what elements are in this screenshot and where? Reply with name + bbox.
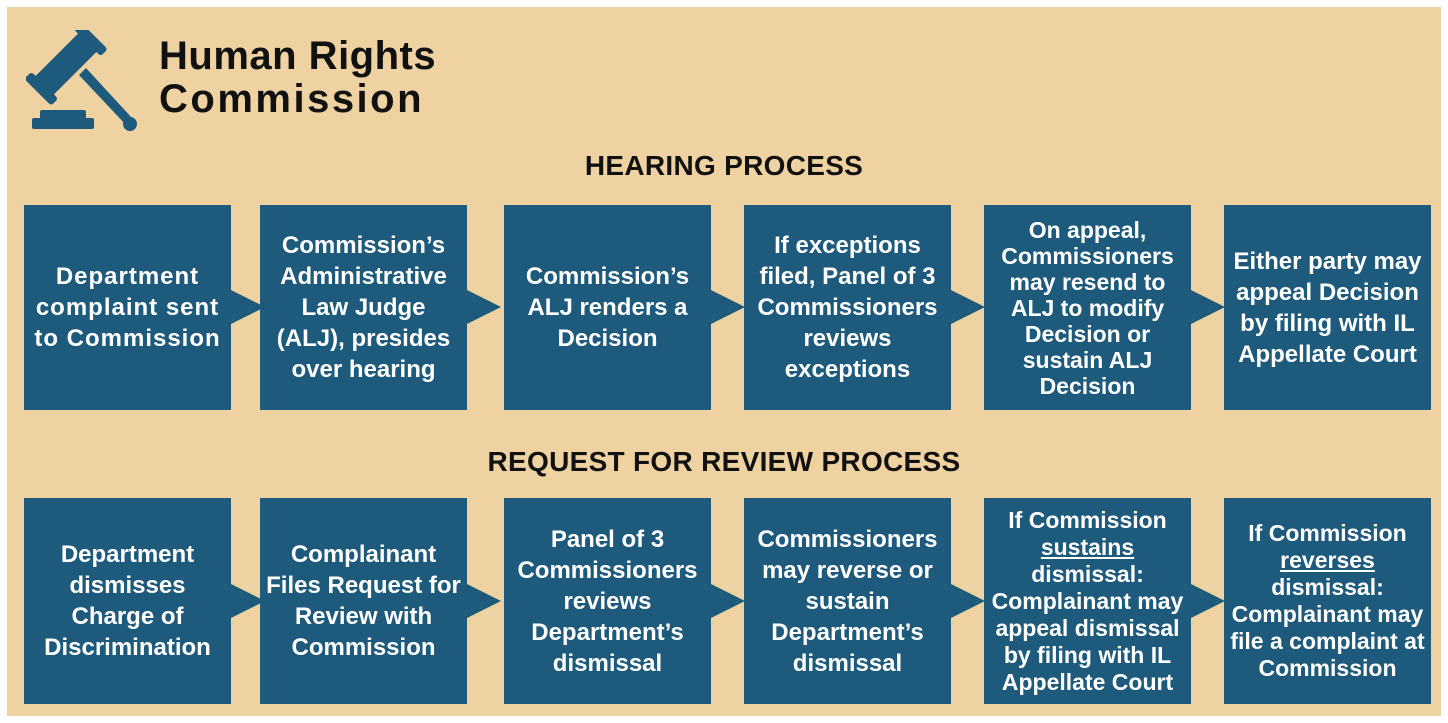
review-step-6-prefix: If Commission	[1248, 520, 1407, 546]
arrow-right-icon	[711, 584, 745, 618]
review-step-6-text: If Commission reverses dismissal: Compla…	[1230, 520, 1425, 682]
arrow-right-icon	[951, 584, 985, 618]
review-step-4: Commissioners may reverse or sustain Dep…	[744, 498, 951, 704]
arrow-right-icon	[711, 290, 745, 324]
arrow-right-icon	[467, 584, 501, 618]
hearing-step-1: Department complaint sent to Commission	[24, 205, 231, 410]
gavel-icon	[26, 30, 137, 131]
hearing-step-6: Either party may appeal Decision by fili…	[1224, 205, 1431, 410]
review-step-5-emphasis: sustains	[1040, 533, 1135, 560]
hearing-step-3: Commission’s ALJ renders a Decision	[504, 205, 711, 410]
review-step-5-suffix: dismissal: Complainant may appeal dismis…	[991, 560, 1184, 695]
review-step-3-text: Panel of 3 Commissioners reviews Departm…	[517, 525, 698, 677]
arrow-right-icon	[1191, 584, 1225, 618]
diagram-canvas: Human Rights Commission HEARING PROCESS …	[7, 7, 1441, 716]
title-line-1: Human Rights	[159, 34, 437, 78]
arrow-right-icon	[231, 584, 265, 618]
hearing-step-2: Commission’s Administrative Law Judge (A…	[260, 205, 467, 410]
hearing-process-title: HEARING PROCESS	[584, 150, 864, 181]
hearing-step-3-text: Commission’s ALJ renders a Decision	[525, 263, 690, 352]
arrow-right-icon	[467, 290, 501, 324]
review-step-2-text: Complainant Files Request for Review wit…	[266, 541, 461, 661]
arrow-right-icon	[1191, 290, 1225, 324]
review-step-1: Department dismisses Charge of Discrimin…	[24, 498, 231, 704]
review-step-4-text: Commissioners may reverse or sustain Dep…	[757, 525, 938, 677]
hearing-step-2-text: Commission’s Administrative Law Judge (A…	[276, 232, 451, 383]
hearing-step-4: If exceptions filed, Panel of 3 Commissi…	[744, 205, 951, 410]
title-line-2: Commission	[159, 77, 425, 121]
hearing-step-6-text: Either party may appeal Decision by fili…	[1233, 247, 1422, 368]
hearing-step-5: On appeal, Commissioners may resend to A…	[984, 205, 1191, 410]
arrow-right-icon	[231, 290, 265, 324]
review-step-6: If Commission reverses dismissal: Compla…	[1224, 498, 1431, 704]
review-step-5: If Commission sustains dismissal: Compla…	[984, 498, 1191, 704]
review-step-1-text: Department dismisses Charge of Discrimin…	[44, 541, 211, 661]
review-process-title: REQUEST FOR REVIEW PROCESS	[487, 446, 961, 477]
review-step-6-emphasis: reverses	[1280, 547, 1375, 573]
review-step-5-text: If Commission sustains dismissal: Compla…	[990, 507, 1185, 696]
review-step-3: Panel of 3 Commissioners reviews Departm…	[504, 498, 711, 704]
commission-title: Human Rights Commission	[159, 35, 436, 121]
hearing-step-5-text: On appeal, Commissioners may resend to A…	[1001, 216, 1174, 399]
review-step-6-suffix: dismissal: Complainant may file a compla…	[1230, 574, 1425, 681]
review-step-5-prefix: If Commission	[1008, 506, 1167, 533]
hearing-step-4-text: If exceptions filed, Panel of 3 Commissi…	[757, 232, 938, 383]
review-step-2: Complainant Files Request for Review wit…	[260, 498, 467, 704]
arrow-right-icon	[951, 290, 985, 324]
hearing-step-1-text: Department complaint sent to Commission	[34, 263, 221, 352]
